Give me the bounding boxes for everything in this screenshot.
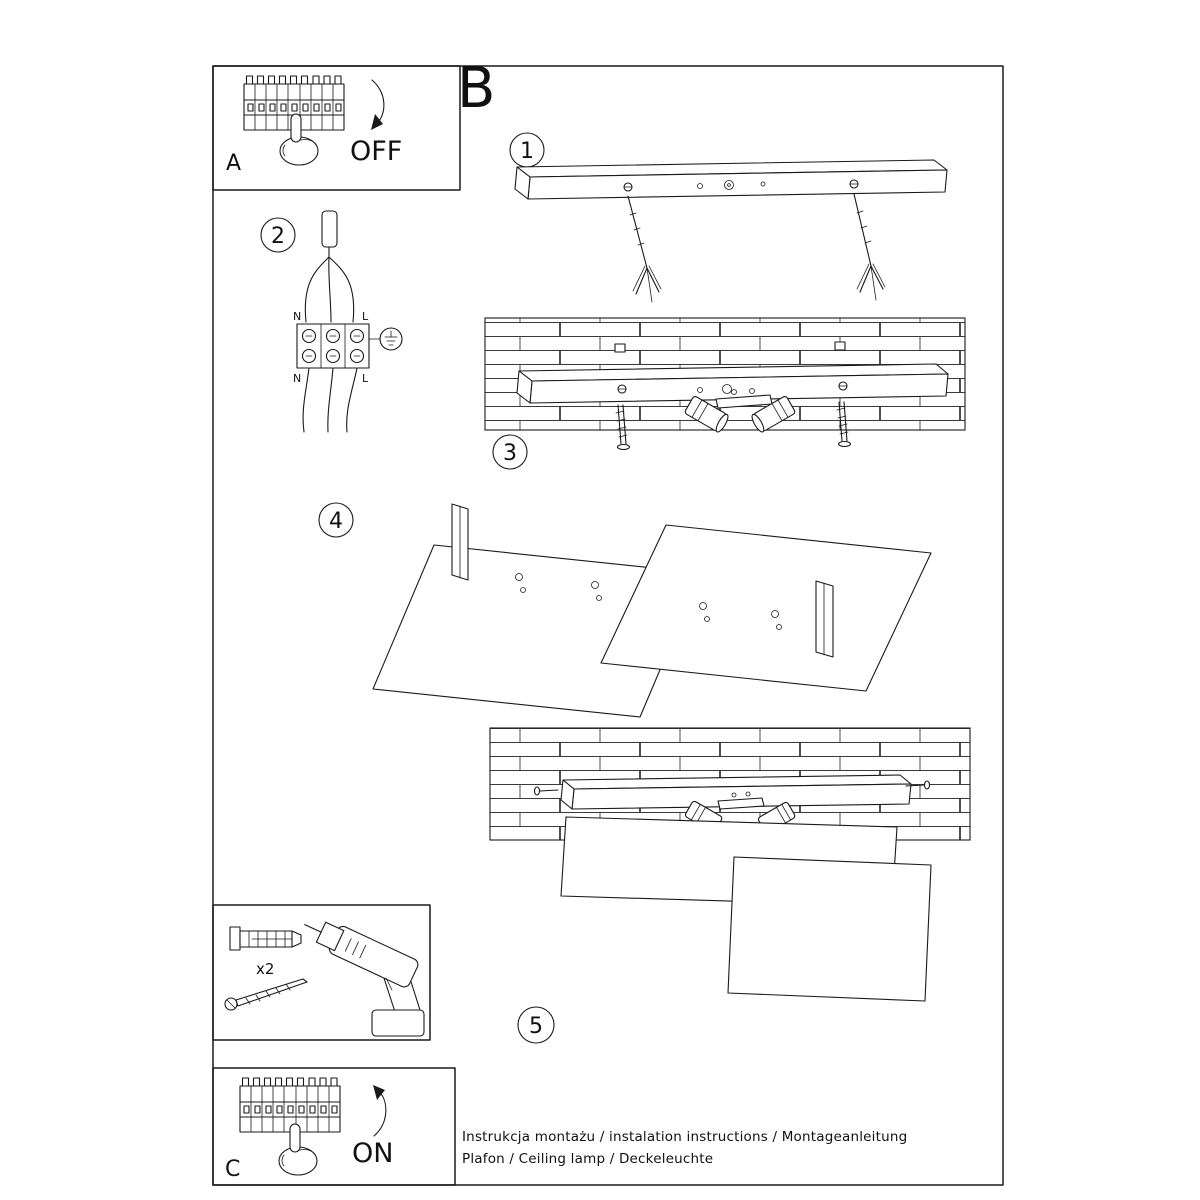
footer-line1: Instrukcja montażu / instalation instruc… xyxy=(462,1129,907,1145)
anchor-quantity-label: x2 xyxy=(256,960,274,978)
power-on-box: C ON xyxy=(212,1067,456,1186)
wiring-diagram: N L N L xyxy=(293,210,403,433)
step-5: 5 xyxy=(489,727,971,1044)
wall-anchor-icon xyxy=(229,926,302,951)
step-5-badge xyxy=(517,1006,555,1044)
screw-icon xyxy=(224,978,308,1011)
power-off-box-label: A xyxy=(226,151,241,176)
panel-left-bracket xyxy=(451,503,469,581)
step-2-badge xyxy=(260,217,296,253)
power-on-box-label: C xyxy=(225,1157,240,1182)
toggle-anchor-left-icon xyxy=(627,195,662,303)
step-3: 3 xyxy=(484,317,966,470)
on-label: ON xyxy=(352,1138,393,1169)
step-3-badge xyxy=(492,434,528,470)
terminal-block xyxy=(296,323,370,369)
drill-icon xyxy=(304,921,425,1037)
mounting-bar-step3 xyxy=(516,363,949,404)
mounting-bar-step1 xyxy=(514,159,948,200)
neutral-label-top: N xyxy=(293,310,301,323)
step-1-number: 1 xyxy=(520,139,534,164)
switch-off-arrowhead-icon xyxy=(371,114,383,130)
mounting-bar-step5 xyxy=(533,774,931,810)
off-label: OFF xyxy=(350,136,402,167)
step-2-number: 2 xyxy=(271,224,285,249)
step-1: 1 xyxy=(509,132,948,303)
toggle-anchor-right-icon xyxy=(853,193,886,301)
tools-box: x2 xyxy=(212,904,431,1041)
screw-right-icon xyxy=(836,401,852,448)
footer-line2: Plafon / Ceiling lamp / Deckeleuchte xyxy=(462,1151,713,1167)
screw-left-icon xyxy=(615,404,631,451)
wall-plug-right-mark xyxy=(834,341,846,351)
step-3-number: 3 xyxy=(503,441,517,466)
power-off-box-frame xyxy=(212,65,461,191)
neutral-label-bottom: N xyxy=(293,372,301,385)
footer: Instrukcja montażu / instalation instruc… xyxy=(462,1129,907,1167)
line-label-top: L xyxy=(362,310,369,323)
lamp-panel-left xyxy=(372,503,702,718)
step-4: 4 xyxy=(318,502,932,718)
earth-ground-icon xyxy=(379,327,403,351)
section-b-label: B xyxy=(457,56,495,121)
tools-box-frame xyxy=(212,904,431,1041)
power-off-box: A OFF xyxy=(212,65,461,191)
step-2: 2 xyxy=(260,210,403,433)
power-on-box-frame xyxy=(212,1067,456,1186)
line-label-bottom: L xyxy=(362,372,369,385)
wall-plug-left-mark xyxy=(614,343,626,353)
panel-right-bracket xyxy=(815,580,834,658)
lamp-panel-right xyxy=(600,524,932,692)
switch-on-arrowhead-icon xyxy=(373,1085,385,1100)
main-border xyxy=(212,65,1004,1186)
installed-panel-right xyxy=(727,856,932,1002)
step-5-number: 5 xyxy=(529,1014,543,1039)
step-4-badge xyxy=(318,502,354,538)
circuit-breaker-icon xyxy=(239,1077,341,1133)
step-4-number: 4 xyxy=(329,509,343,534)
lamp-holders-step3 xyxy=(684,388,796,433)
